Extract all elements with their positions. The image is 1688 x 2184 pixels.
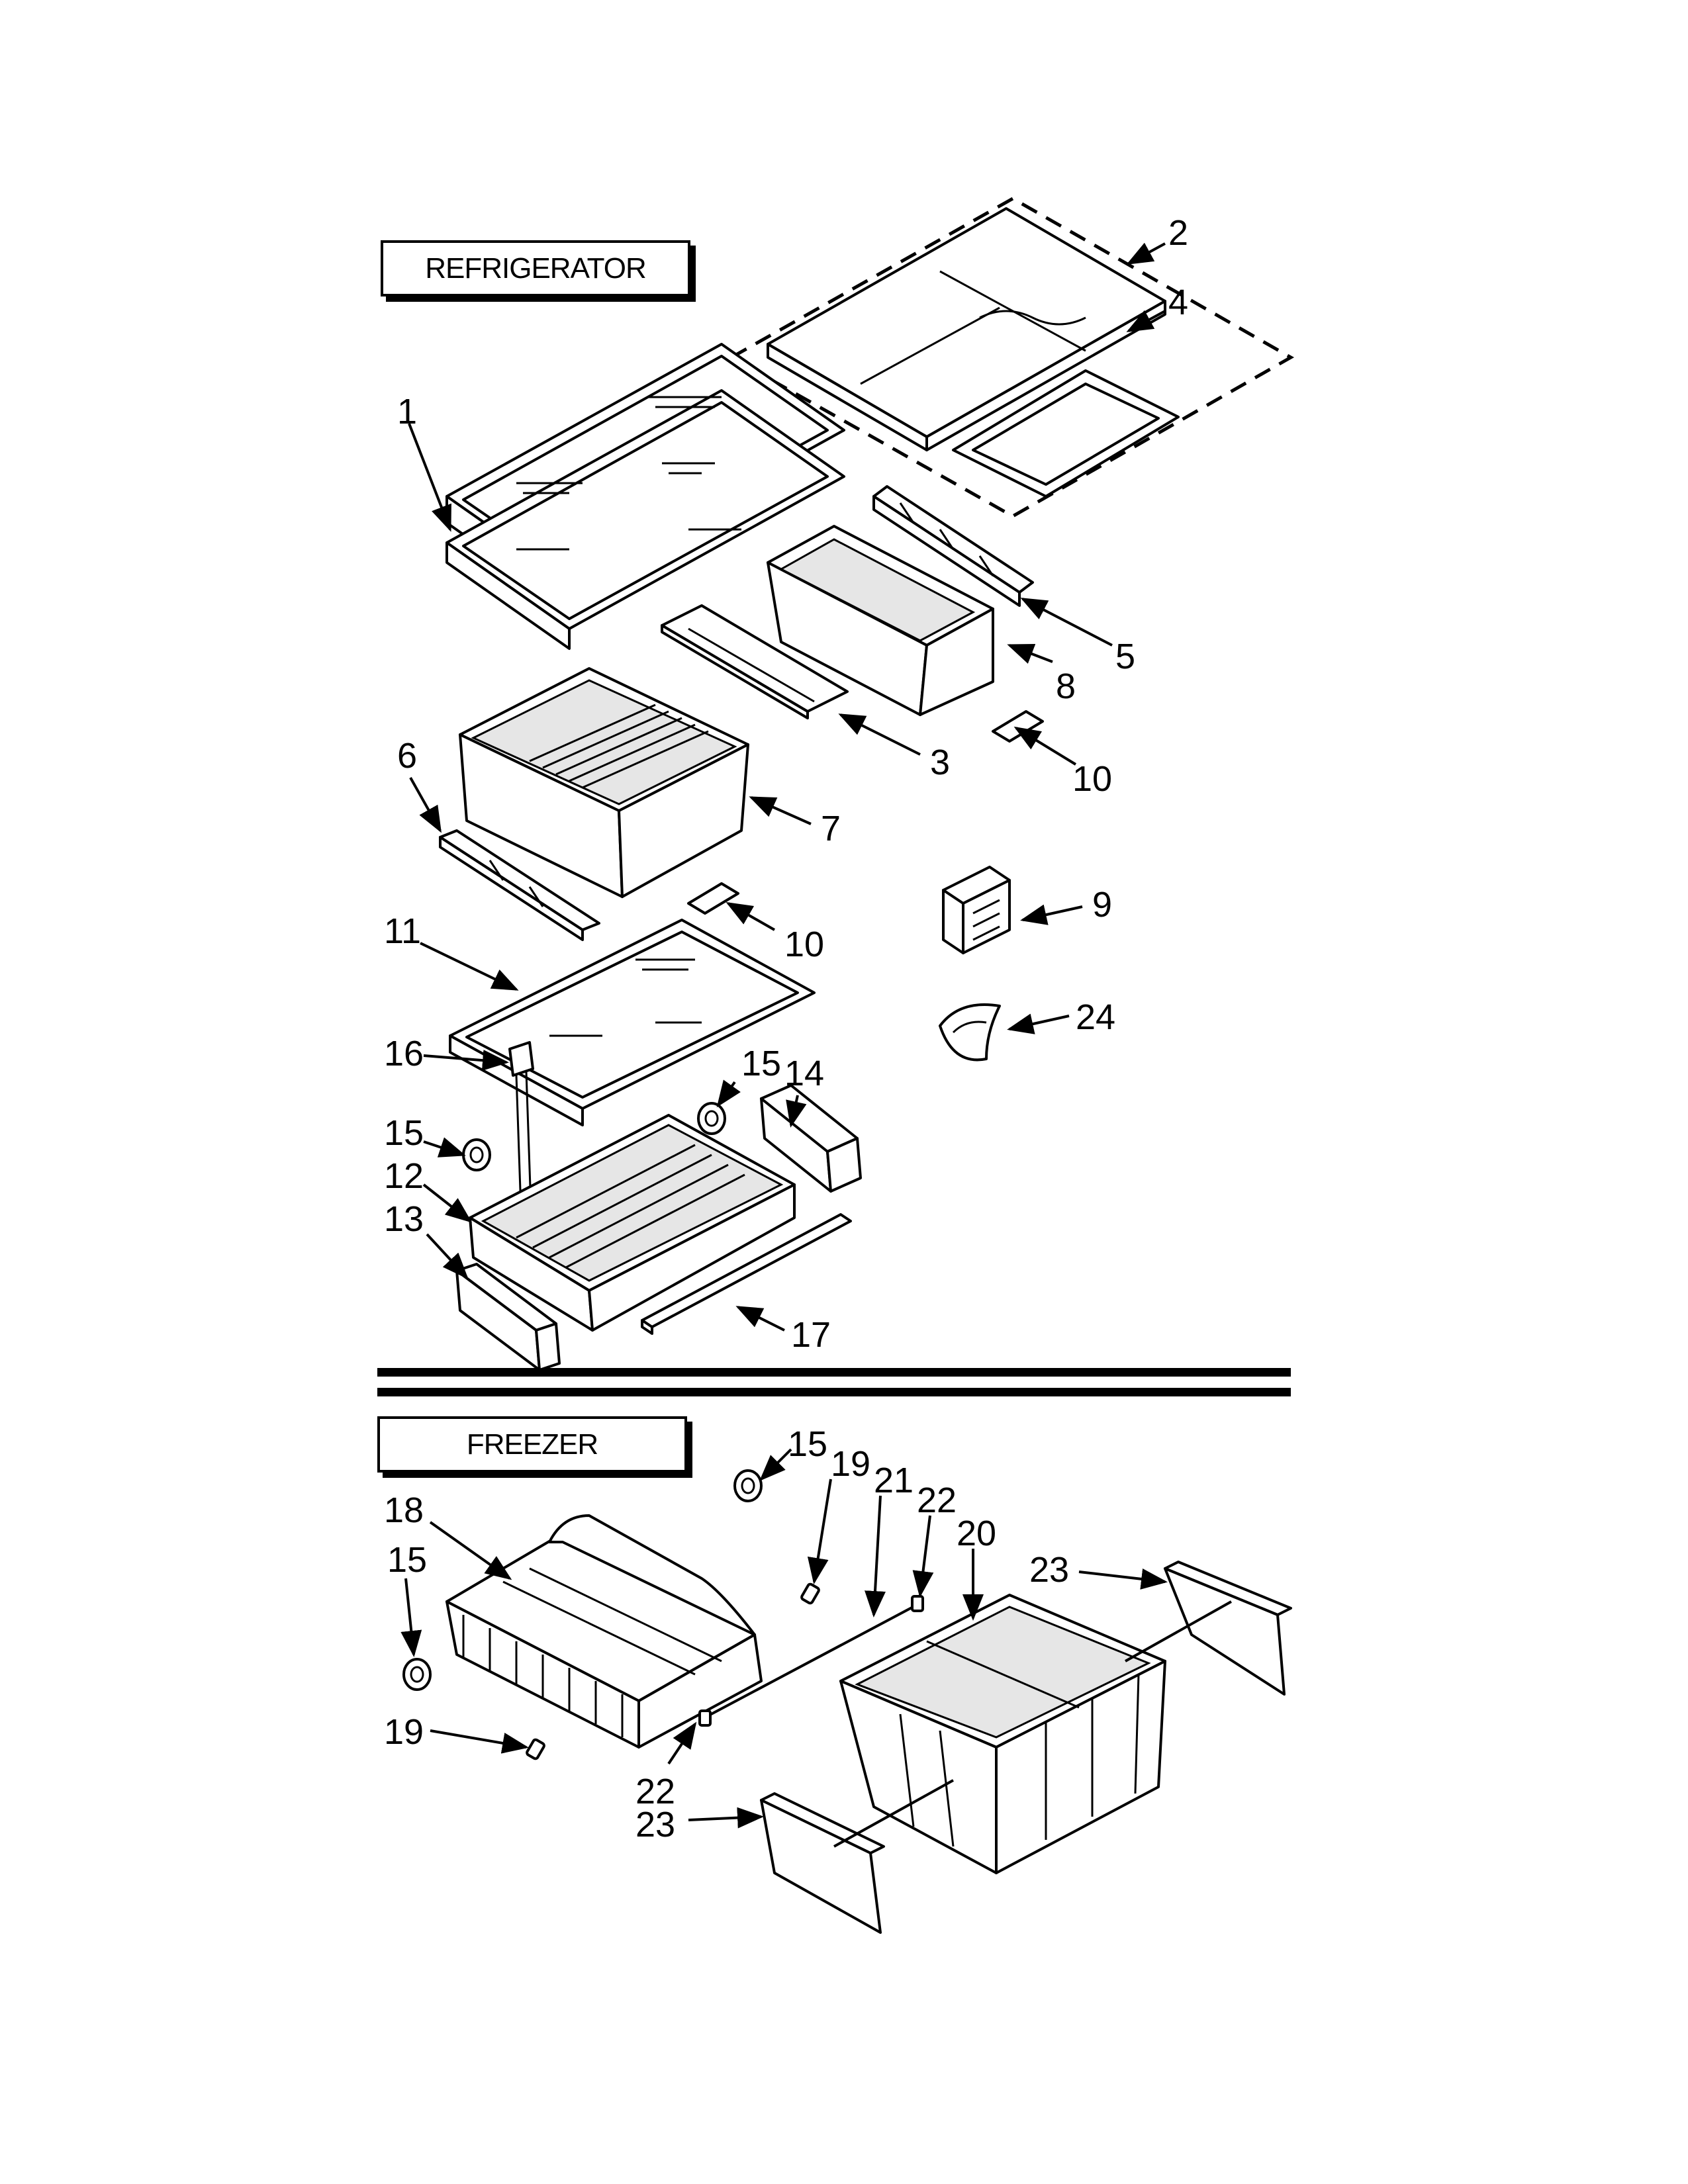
part-1-glass-shelves [445, 343, 845, 650]
part-7-pantry-drawer [459, 667, 749, 898]
part-24-filter-holder [939, 1003, 1001, 1062]
callout-23-left: 23 [635, 1805, 675, 1844]
part-15-wheel-right [697, 1102, 726, 1135]
part-10-clip-lower [687, 882, 739, 915]
part-6-rail [439, 829, 600, 941]
callout-10-lower: 10 [784, 925, 824, 964]
callout-14: 14 [784, 1054, 824, 1093]
part-22-rod-end-lower [698, 1709, 712, 1727]
callout-19-upper: 19 [831, 1444, 870, 1484]
part-10-clip-upper [992, 710, 1044, 743]
part-20-freezer-bin [839, 1594, 1166, 1874]
part-15-wheel-freezer-top [733, 1469, 763, 1502]
callout-10-upper: 10 [1072, 759, 1112, 799]
callout-20: 20 [957, 1514, 996, 1553]
callout-13: 13 [384, 1199, 424, 1239]
part-18-freezer-basket [445, 1514, 763, 1749]
part-4-shelf-trim [952, 369, 1180, 498]
part-13-cover [455, 1263, 561, 1371]
part-21-rod [704, 1604, 917, 1719]
freezer-section-label: FREEZER [377, 1416, 687, 1473]
part-3-crisper-cover [661, 604, 849, 719]
section-divider-bottom [377, 1388, 1291, 1396]
callout-1: 1 [397, 392, 417, 432]
callout-15-refrig-left: 15 [384, 1113, 424, 1153]
callout-2: 2 [1168, 213, 1188, 253]
callout-18: 18 [384, 1490, 424, 1530]
part-8-crisper-drawer [767, 525, 994, 716]
section-divider-top [377, 1368, 1291, 1377]
callout-15-freezer-left: 15 [387, 1540, 427, 1580]
callout-22-upper: 22 [917, 1480, 957, 1520]
dashed-assembly-outline [727, 197, 1295, 518]
callout-17: 17 [791, 1315, 831, 1355]
refrigerator-section-label: REFRIGERATOR [381, 240, 690, 296]
callout-15-refrig-right: 15 [741, 1044, 781, 1083]
part-14-end-cap [760, 1084, 862, 1193]
callout-4: 4 [1168, 283, 1188, 322]
part-9-filter [942, 866, 1011, 954]
callout-6: 6 [397, 736, 417, 776]
part-12-meat-drawer [469, 1114, 796, 1332]
part-15-wheel-left [462, 1138, 491, 1171]
part-19-screw-lower [526, 1738, 545, 1760]
callout-15-freezer-top: 15 [788, 1424, 827, 1464]
callout-22-lower: 22 [635, 1772, 675, 1811]
callout-3: 3 [930, 743, 950, 782]
part-23-slide-left [760, 1779, 954, 1934]
part-2-shelf-assembly [767, 207, 1166, 451]
callout-7: 7 [821, 809, 841, 848]
callout-11: 11 [384, 911, 421, 951]
part-11-glass-shelf [449, 919, 816, 1126]
callout-24: 24 [1076, 997, 1115, 1037]
callout-19-lower: 19 [384, 1712, 424, 1752]
part-22-rod-end-upper [911, 1595, 924, 1612]
part-17-trim [641, 1213, 852, 1335]
callout-16: 16 [384, 1034, 424, 1073]
callout-8: 8 [1056, 666, 1076, 706]
callout-5: 5 [1115, 637, 1135, 676]
callout-21: 21 [874, 1461, 914, 1500]
part-19-screw-upper [800, 1582, 820, 1605]
part-15-wheel-freezer-left [402, 1658, 432, 1691]
callout-23-right: 23 [1029, 1550, 1069, 1590]
part-5-rail [872, 485, 1034, 607]
part-23-slide-right [1125, 1561, 1292, 1696]
callout-leaders [400, 242, 1168, 1829]
callout-12: 12 [384, 1156, 424, 1196]
callout-9: 9 [1092, 885, 1112, 925]
